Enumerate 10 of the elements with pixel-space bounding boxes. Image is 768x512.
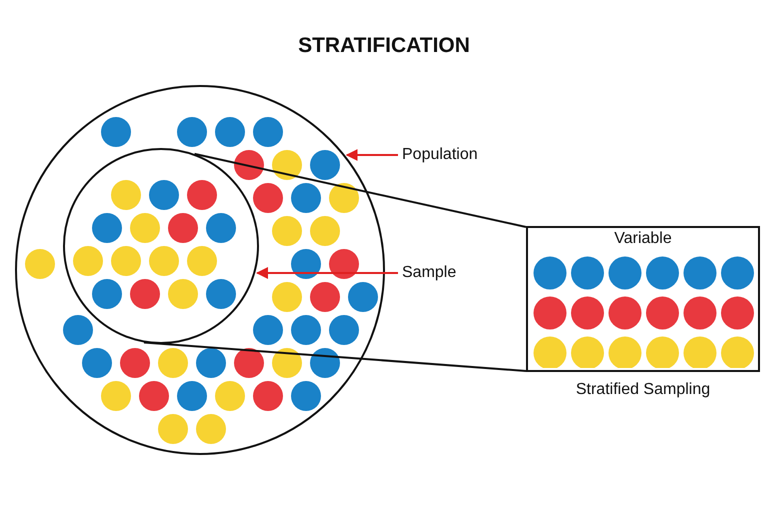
box-heading: Variable [613,230,673,248]
strata-box [526,226,760,372]
arrow [346,149,398,161]
caption-text: Stratified Sampling [574,381,712,399]
zoom-line [194,152,526,228]
callout-label: Population [402,146,478,163]
callout-label: Sample [402,264,456,281]
title: STRATIFICATION [297,34,471,58]
zoom-line [144,342,526,372]
arrow [256,267,398,279]
